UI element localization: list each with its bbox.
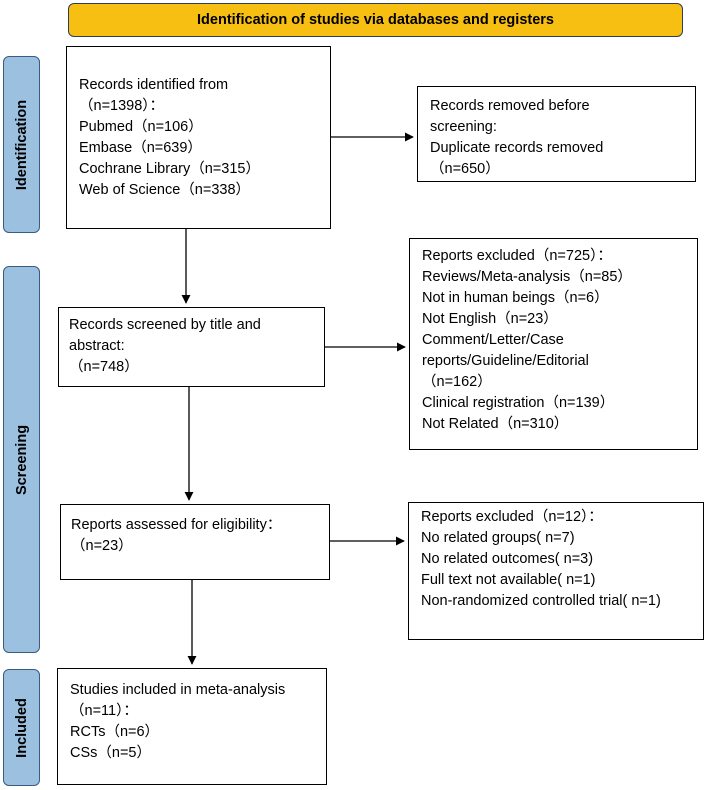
box-line: Not English（n=23）	[422, 311, 558, 327]
box-line: Pubmed（n=106）	[79, 119, 203, 135]
box-line: Reports excluded（n=725）：	[422, 248, 612, 264]
reports-assessed-box: Reports assessed for eligibility： （n=23）	[60, 504, 330, 580]
box-line: Embase（n=639）	[79, 140, 202, 156]
box-line: （n=162）	[422, 374, 492, 390]
box-line: （n=748）	[69, 359, 139, 375]
box-line: （n=11）：	[70, 703, 138, 719]
box-line: screening:	[430, 119, 497, 135]
reports-excluded-box-2: Reports excluded（n=12）： No related groups…	[408, 502, 704, 640]
diagram-header: Identification of studies via databases …	[68, 3, 683, 37]
box-line: CSs（n=5）	[70, 745, 151, 761]
box-line: Not Related（n=310）	[422, 416, 569, 432]
box-line: Clinical registration（n=139）	[422, 395, 615, 411]
box-line: Comment/Letter/Case	[422, 332, 564, 348]
phase-included: Included	[3, 669, 40, 786]
box-line: No related groups( n=7)	[421, 530, 575, 546]
box-line: reports/Guideline/Editorial	[422, 353, 589, 369]
records-screened-box: Records screened by title and abstract: （n…	[58, 307, 325, 387]
box-line: Records screened by title and	[69, 317, 261, 333]
box-line: Not in human beings（n=6）	[422, 290, 609, 306]
box-line: Full text not available( n=1)	[421, 572, 596, 588]
box-line: Web of Science（n=338）	[79, 182, 251, 198]
box-line: No related outcomes( n=3)	[421, 551, 594, 567]
box-line: Reports excluded（n=12）：	[421, 509, 603, 525]
reports-excluded-box-1: Reports excluded（n=725）： Reviews/Meta-ana…	[409, 238, 698, 450]
box-line: Records identified from	[79, 77, 229, 93]
box-line: Records removed before	[430, 98, 590, 114]
box-line: Studies included in meta-analysis	[70, 682, 286, 698]
records-identified-box: Records identified from （n=1398）： Pubmed（n…	[66, 46, 331, 229]
box-line: abstract:	[69, 338, 125, 354]
box-line: Reviews/Meta-analysis（n=85）	[422, 269, 632, 285]
box-line: （n=650）	[430, 161, 500, 177]
box-line: Reports assessed for eligibility：	[71, 517, 282, 533]
phase-screening: Screening	[3, 266, 40, 653]
studies-included-box: Studies included in meta-analysis （n=11）：…	[57, 668, 327, 785]
box-line: Duplicate records removed	[430, 140, 604, 156]
box-line: RCTs（n=6）	[70, 724, 160, 740]
box-line: （n=23）	[71, 538, 133, 554]
box-line: （n=1398）：	[79, 98, 165, 114]
box-line: Cochrane Library（n=315）	[79, 161, 260, 177]
phase-identification: Identification	[3, 56, 40, 233]
box-line: Non-randomized controlled trial( n=1)	[421, 593, 661, 609]
records-removed-box: Records removed before screening: Duplicat…	[417, 86, 696, 182]
